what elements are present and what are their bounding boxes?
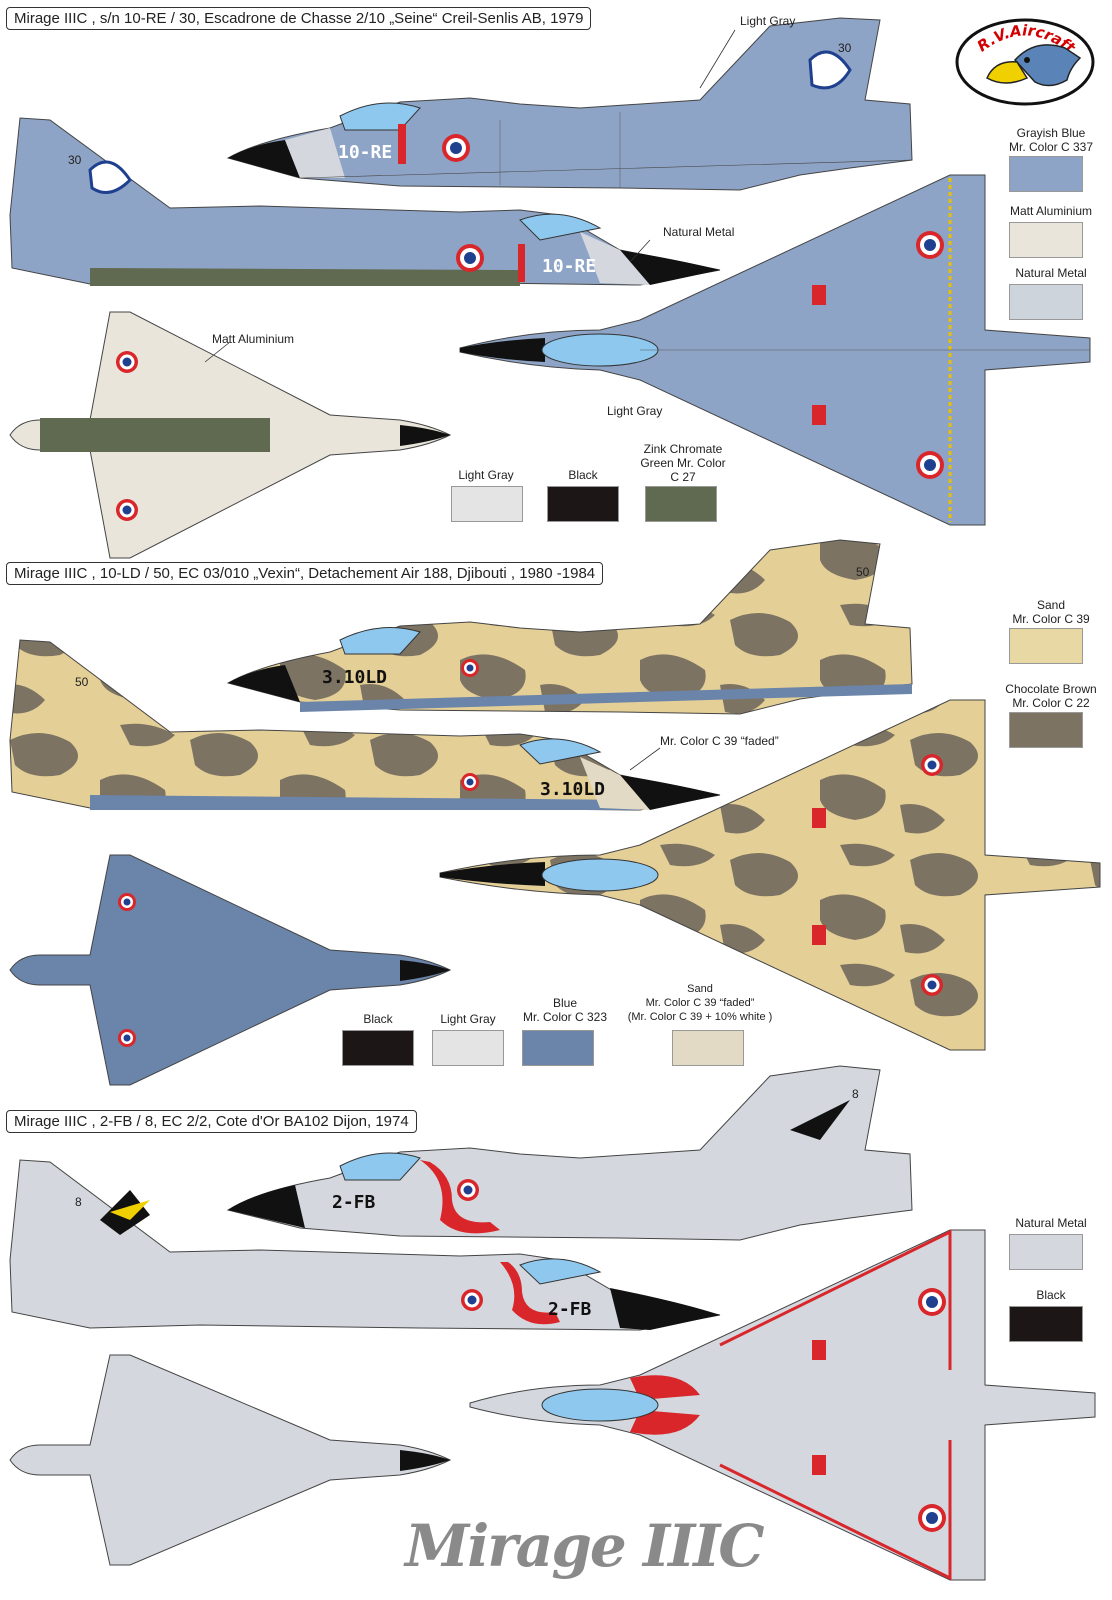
swatch-label-black-3: Black bbox=[1036, 1288, 1066, 1302]
svg-text:8: 8 bbox=[852, 1087, 859, 1101]
svg-text:50: 50 bbox=[856, 565, 870, 579]
swatch-label-natural-metal: Natural Metal bbox=[1015, 266, 1087, 280]
profile-1-right-side: 10-RE 30 bbox=[9, 117, 721, 286]
profile-1-bottom-view bbox=[9, 311, 452, 559]
section-2-title: Mirage IIIC , 10-LD / 50, EC 03/010 „Vex… bbox=[6, 562, 604, 585]
swatch-label-grayish-blue: Grayish Blue Mr. Color C 337 bbox=[1008, 126, 1094, 154]
svg-text:50: 50 bbox=[75, 675, 89, 689]
label-light-gray-tail: Light Gray bbox=[740, 14, 796, 28]
profile-2-left-side: 3.10LD 50 bbox=[226, 539, 913, 715]
svg-text:30: 30 bbox=[68, 153, 82, 167]
profile-2-bottom-view bbox=[9, 854, 452, 1086]
swatch-black-2 bbox=[342, 1030, 414, 1066]
svg-text:2-FB: 2-FB bbox=[548, 1299, 592, 1320]
swatch-label-natural-metal-3: Natural Metal bbox=[1015, 1216, 1087, 1230]
swatch-natural-metal-3 bbox=[1009, 1234, 1083, 1270]
svg-text:8: 8 bbox=[75, 1195, 82, 1209]
profile-2-top-view bbox=[439, 699, 1101, 1051]
svg-text:30: 30 bbox=[838, 41, 852, 55]
rv-aircraft-logo: R.V.Aircraft bbox=[955, 18, 1095, 106]
profile-1-top-view bbox=[459, 174, 1091, 526]
swatch-matt-aluminium bbox=[1009, 222, 1083, 258]
swatch-chocolate-brown bbox=[1009, 712, 1083, 748]
swatch-light-gray-2 bbox=[432, 1030, 504, 1066]
mirage-iiic-script-logo: Mirage IIIC bbox=[405, 1512, 765, 1580]
swatch-label-black-2: Black bbox=[363, 1012, 393, 1026]
profile-3-top-view bbox=[469, 1229, 1096, 1581]
swatch-sand-faded bbox=[672, 1030, 744, 1066]
swatch-grayish-blue bbox=[1009, 156, 1083, 192]
svg-text:3.10LD: 3.10LD bbox=[322, 667, 387, 688]
label-natural-metal: Natural Metal bbox=[663, 225, 735, 239]
profile-2-right-side: 3.10LD 50 bbox=[9, 639, 721, 811]
svg-text:2-FB: 2-FB bbox=[332, 1192, 376, 1213]
swatch-label-sand-faded: Sand Mr. Color C 39 “faded” (Mr. Color C… bbox=[627, 983, 773, 1023]
swatch-label-blue: Blue Mr. Color C 323 bbox=[522, 996, 608, 1024]
swatch-light-gray bbox=[451, 486, 523, 522]
swatch-label-chocolate-brown: Chocolate Brown Mr. Color C 22 bbox=[1005, 682, 1097, 710]
swatch-natural-metal bbox=[1009, 284, 1083, 320]
swatch-label-light-gray: Light Gray bbox=[458, 468, 514, 482]
profile-3-bottom-view bbox=[9, 1354, 452, 1566]
swatch-label-sand: Sand Mr. Color C 39 bbox=[1012, 598, 1090, 626]
swatch-label-light-gray-2: Light Gray bbox=[440, 1012, 496, 1026]
profile-3-left-side: 2-FB 8 bbox=[226, 1065, 913, 1241]
label-faded: Mr. Color C 39 “faded” bbox=[660, 734, 779, 748]
swatch-black-3 bbox=[1009, 1306, 1083, 1342]
swatch-label-matt-aluminium: Matt Aluminium bbox=[1009, 204, 1093, 218]
section-1-title: Mirage IIIC , s/n 10-RE / 30, Escadrone … bbox=[6, 7, 592, 30]
swatch-blue bbox=[522, 1030, 594, 1066]
svg-text:3.10LD: 3.10LD bbox=[540, 779, 605, 800]
svg-text:10-RE: 10-RE bbox=[338, 142, 392, 163]
swatch-black bbox=[547, 486, 619, 522]
profile-1-left-side: 10-RE 30 bbox=[226, 17, 913, 191]
swatch-sand bbox=[1009, 628, 1083, 664]
profile-3-right-side: 2-FB 8 bbox=[9, 1159, 721, 1331]
label-light-gray-top: Light Gray bbox=[607, 404, 663, 418]
label-matt-aluminium: Matt Aluminium bbox=[212, 332, 295, 346]
swatch-label-black: Black bbox=[568, 468, 598, 482]
swatch-zink-chromate bbox=[645, 486, 717, 522]
svg-text:10-RE: 10-RE bbox=[542, 256, 596, 277]
section-3-title: Mirage IIIC , 2-FB / 8, EC 2/2, Cote d'O… bbox=[6, 1110, 417, 1133]
swatch-label-zink-chromate: Zink Chromate Green Mr. Color C 27 bbox=[640, 442, 726, 484]
